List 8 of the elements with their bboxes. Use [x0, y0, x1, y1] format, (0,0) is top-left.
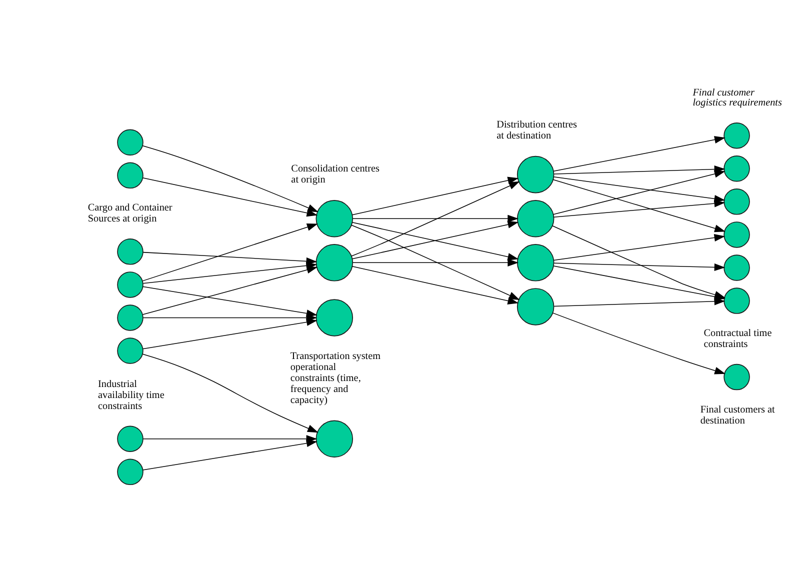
label: Consolidation centres at origin — [291, 164, 380, 186]
label: Contractual time constraints — [704, 328, 772, 350]
label: Industrial availability time constraints — [98, 378, 164, 412]
label: Distribution centres at destination — [496, 120, 578, 142]
label: Final customers at destination — [700, 404, 775, 426]
label: Cargo and Container Sources at origin — [88, 202, 172, 225]
label: Final customer logistics requirements — [692, 87, 782, 109]
label: Transportation system operational constraints (time, frequency and capacity) — [290, 350, 381, 406]
